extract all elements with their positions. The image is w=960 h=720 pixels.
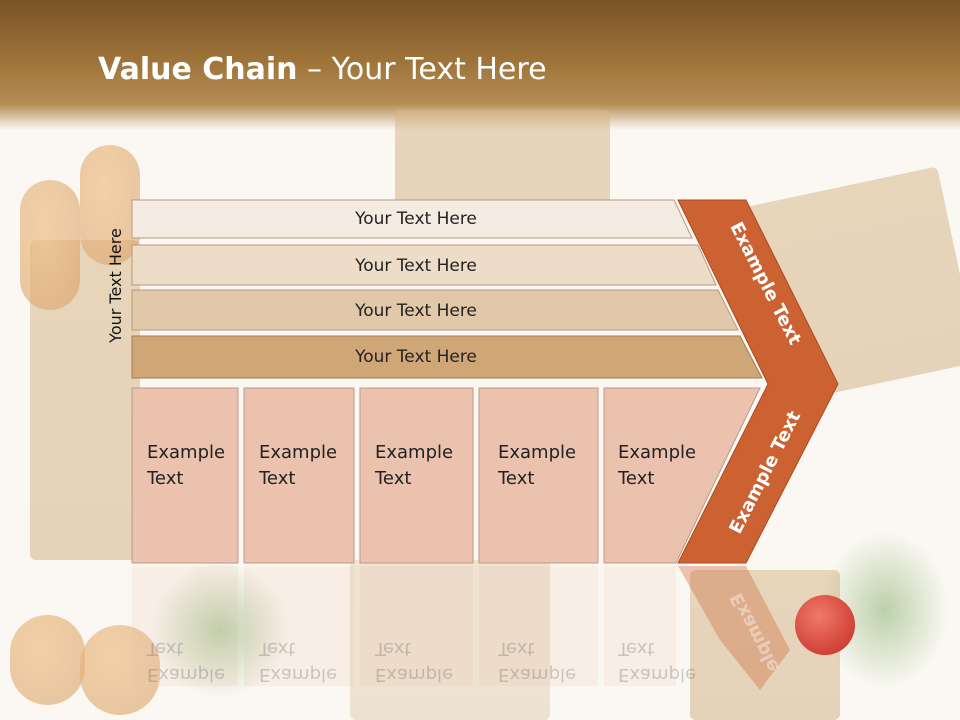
bar-label-3: Your Text Here: [355, 301, 477, 321]
chain-bar-3: [131, 289, 739, 331]
bar-label-1: Your Text Here: [355, 209, 477, 229]
title-bar: [0, 0, 960, 130]
chain-column-4: [478, 387, 599, 564]
columns-reflection: [132, 566, 676, 686]
chain-column-1: [131, 387, 239, 564]
bar-label-2: Your Text Here: [355, 256, 477, 276]
chain-bar-1: [131, 199, 693, 239]
slide-title: Value Chain – Your Text Here: [98, 52, 547, 87]
chain-bar-4: [131, 335, 763, 379]
chain-arrow: [677, 199, 839, 564]
chain-arrow-reflection: [678, 566, 790, 690]
apple-icon: [795, 595, 855, 655]
chain-column-2: [243, 387, 355, 564]
bar-label-4: Your Text Here: [355, 347, 477, 367]
chain-column-3: [359, 387, 474, 564]
chain-bar-2: [131, 244, 717, 286]
chain-column-5: [603, 387, 761, 564]
